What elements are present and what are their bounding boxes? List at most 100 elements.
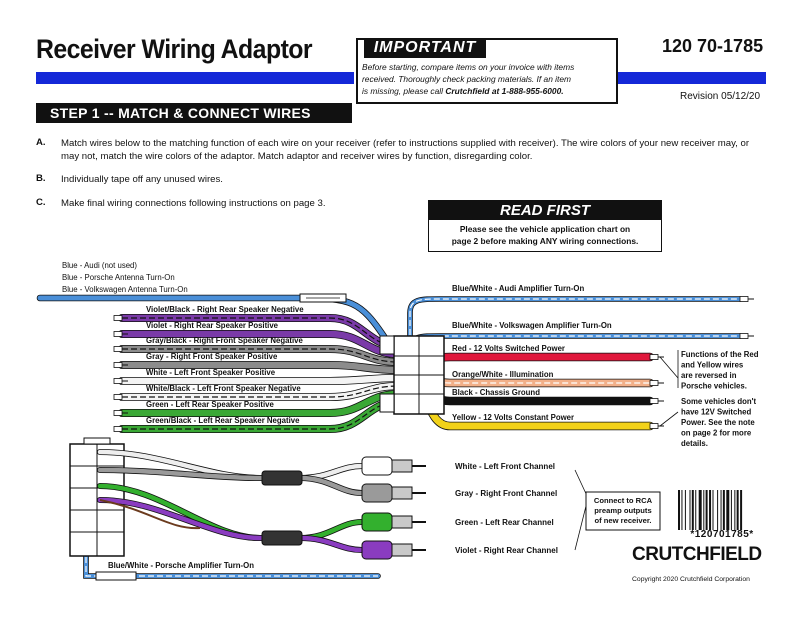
porsche-amp-label: Blue/White - Porsche Amplifier Turn-On xyxy=(108,561,254,570)
note-pointer xyxy=(659,356,679,379)
read-first-line: page 2 before making ANY wiring connecti… xyxy=(451,235,639,246)
power-wire-terminal-tip xyxy=(649,423,659,429)
barcode-bar xyxy=(736,490,739,530)
rca-plug-body xyxy=(361,512,393,532)
barcode-bar xyxy=(726,490,730,530)
barcode-bar xyxy=(740,490,743,530)
rca-plug-sleeve xyxy=(391,543,413,557)
speaker-wire-terminal xyxy=(113,331,128,337)
power-wire-terminal xyxy=(649,398,664,404)
power-wire-stripe xyxy=(409,298,740,344)
note-switched-line: on page 2 for more xyxy=(681,429,752,438)
power-wire-terminal xyxy=(739,296,754,302)
part-number: 120 70-1785 xyxy=(662,36,764,56)
barcode-bar xyxy=(730,490,732,530)
side-connector xyxy=(69,437,125,557)
speaker-wire-terminal-tip xyxy=(113,378,123,384)
barcode-bar xyxy=(734,490,736,530)
rca-note-line: preamp outputs xyxy=(594,506,651,515)
note-red-yellow-line: and Yellow wires xyxy=(681,361,744,370)
barcode-bar xyxy=(709,490,712,530)
barcode xyxy=(678,490,743,530)
barcode-bar xyxy=(712,490,714,530)
important-tag: IMPORTANT xyxy=(364,38,486,58)
note-switched-line: have 12V Switched xyxy=(681,408,751,417)
barcode-bar xyxy=(684,490,686,530)
power-wire-terminal-tip xyxy=(649,380,659,386)
speaker-wire-fill xyxy=(118,374,402,385)
speaker-wire-terminal xyxy=(113,315,128,321)
rca-clamp xyxy=(261,470,303,486)
instruction-letter: C. xyxy=(36,197,46,208)
power-wire-label: Blue/White - Audi Amplifier Turn-On xyxy=(452,284,584,293)
speaker-wire xyxy=(117,381,403,402)
speaker-wire-label: Green/Black - Left Rear Speaker Negative xyxy=(146,416,300,425)
speaker-wire-terminal-tip xyxy=(113,362,123,368)
rca-plug-sleeve xyxy=(391,515,413,529)
speaker-wire-terminal-tip xyxy=(113,426,123,432)
ground-wire xyxy=(99,499,201,530)
speaker-wire xyxy=(117,373,403,386)
rca-channel-label: White - Left Front Channel xyxy=(455,462,555,471)
revision-label: Revision 05/12/20 xyxy=(680,91,761,102)
note-red-yellow-line: Functions of the Red xyxy=(681,350,759,359)
page-title: Receiver Wiring Adaptor xyxy=(36,34,313,64)
harness-connector xyxy=(379,335,445,415)
power-wire-terminal xyxy=(649,354,664,360)
power-wire-terminal xyxy=(649,423,664,429)
rca-plug-body xyxy=(361,483,393,503)
note-red-yellow-line: are reversed in xyxy=(681,371,737,380)
speaker-wire xyxy=(117,360,403,375)
instruction-text: Individually tape off any unused wires. xyxy=(61,174,223,185)
step-header: STEP 1 -- MATCH & CONNECT WIRES xyxy=(36,103,352,123)
rca-channel-label: Green - Left Rear Channel xyxy=(455,518,554,527)
important-notice xyxy=(356,38,618,104)
read-first-text: Please see the vehicle application chart… xyxy=(434,224,656,247)
rca-note-line: Connect to RCA xyxy=(594,496,653,505)
rca-plug-sleeve xyxy=(391,486,413,500)
important-phone: Crutchfield at 1-888-955-6000. xyxy=(445,86,564,96)
speaker-wire-fill xyxy=(118,361,402,374)
speaker-wire-terminal-tip xyxy=(113,315,123,321)
speaker-wire-terminal xyxy=(113,426,128,432)
speaker-wire-label: Violet/Black - Right Rear Speaker Negati… xyxy=(146,305,304,314)
barcode-bar xyxy=(720,490,722,530)
header-rule-right xyxy=(618,72,766,84)
barcode-bar xyxy=(703,490,705,530)
power-wire-label: Red - 12 Volts Switched Power xyxy=(452,344,565,353)
speaker-wire-terminal xyxy=(113,378,128,384)
blue-wire-label: Blue - Porsche Antenna Turn-On xyxy=(62,273,175,282)
rca-cable xyxy=(96,496,366,554)
speaker-wire-label: Gray/Black - Right Front Speaker Negativ… xyxy=(146,336,304,345)
note-pointer xyxy=(659,411,679,427)
speaker-wire-terminal-tip xyxy=(113,394,123,400)
power-wire-terminal xyxy=(649,380,664,386)
barcode-text: *120701785* xyxy=(690,529,754,540)
blue-wire-label: Blue - Audi (not used) xyxy=(62,261,137,270)
speaker-wire-terminal-tip xyxy=(113,331,123,337)
power-wire-terminal-tip xyxy=(739,296,749,302)
rca-cable-fill xyxy=(97,467,365,496)
blue-wire-label: Blue - Volkswagen Antenna Turn-On xyxy=(62,285,188,294)
speaker-wire-label: Green - Left Rear Speaker Positive xyxy=(146,400,274,409)
instruction-letter: B. xyxy=(36,173,46,184)
instruction-letter: A. xyxy=(36,137,46,148)
important-text: Before starting, compare items on your i… xyxy=(362,61,612,97)
power-wire-terminal-tip xyxy=(649,398,659,404)
porsche-amp-terminal xyxy=(95,571,137,581)
rca-cable-fill xyxy=(97,497,365,553)
power-wire-label: Blue/White - Volkswagen Amplifier Turn-O… xyxy=(452,321,612,330)
instruction-text: Match wires below to the matching functi… xyxy=(61,138,750,162)
speaker-wire-terminal-tip xyxy=(113,410,123,416)
barcode-bar xyxy=(681,490,683,530)
power-wire xyxy=(415,352,655,369)
speaker-wire-label: White - Left Front Speaker Positive xyxy=(146,368,276,377)
power-wire-label: Yellow - 12 Volts Constant Power xyxy=(452,413,574,422)
rca-plug-body xyxy=(361,540,393,560)
barcode-bar xyxy=(698,490,702,530)
important-line: received. Thoroughly check packing mater… xyxy=(362,74,572,84)
note-switched-line: Power. See the note xyxy=(681,418,755,427)
power-wire-terminal-tip xyxy=(739,333,749,339)
speaker-wire-label: Violet - Right Rear Speaker Positive xyxy=(146,321,279,330)
speaker-wire-stripe xyxy=(122,385,399,398)
